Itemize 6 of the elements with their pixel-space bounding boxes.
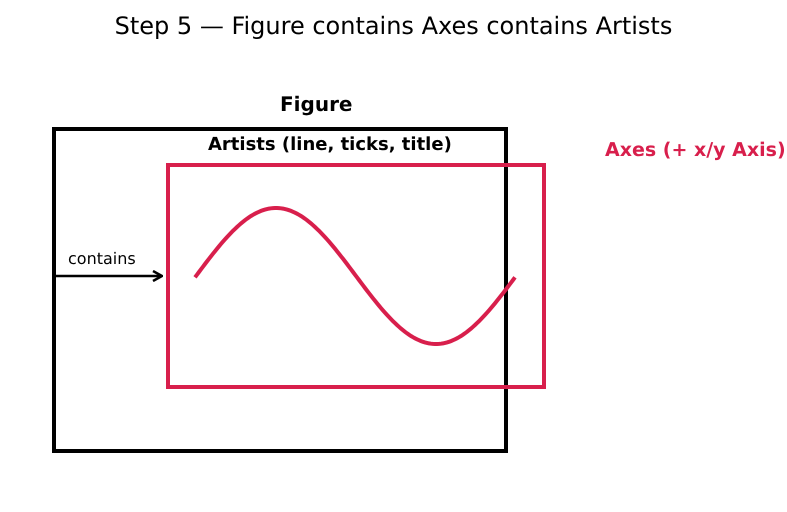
- box-heading: Axes (+ x/y Axis): [605, 141, 786, 160]
- artists-label: Artists (line, ticks, title): [208, 136, 452, 154]
- diagram-title: Step 5 — Figure contains Axes contains Artists: [114, 12, 674, 40]
- edge-label: contains: [68, 250, 136, 268]
- box-heading: Figure: [280, 94, 352, 114]
- arrow: [54, 270, 164, 282]
